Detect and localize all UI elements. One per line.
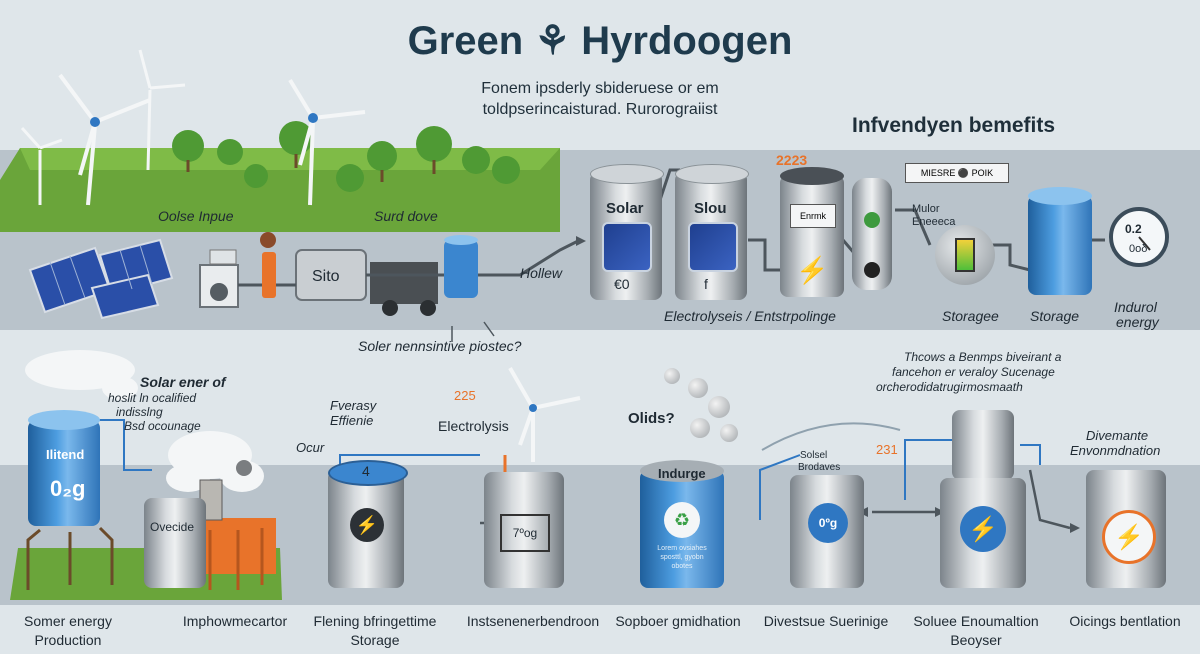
benefits-heading: Infvendyen bemefits	[852, 114, 1056, 137]
right-note-2: fancehon er veraloy Sucenage	[892, 365, 1055, 379]
label-tank1-bottom: €0	[614, 276, 630, 292]
lightning-badge-icon: ⚡	[350, 508, 384, 542]
ovecide-label: Ovecide	[150, 520, 195, 534]
electrolyser-tank	[780, 175, 844, 297]
bubble-icon	[664, 368, 680, 384]
divemante-line1: Divemante	[1086, 428, 1149, 443]
caption-electrolysis: Electrolyseis / Entstrpolinge	[664, 308, 836, 324]
storage-tank-blue	[1028, 195, 1092, 295]
indurge-small-text: Lorem ovsiahes sposttl, gyobn obotes	[657, 545, 707, 570]
caption-production: Somer energy Production	[24, 613, 112, 648]
lightning-blue-icon: ⚡	[960, 506, 1006, 552]
bubble-icon	[690, 418, 710, 438]
solar-energy-line2: hoslit ln ocalified	[108, 391, 197, 405]
caption-oicings: Oicings bentlation	[1069, 613, 1181, 629]
caption-industrial-1: Indurol	[1114, 299, 1157, 315]
lightning-orange-icon: ⚡	[1102, 510, 1156, 564]
production-tank-cap	[28, 410, 100, 430]
gauge-label: 0oδ	[1129, 243, 1148, 255]
slou-tank-screen	[688, 222, 738, 272]
olids-label: Olids?	[628, 410, 675, 427]
diversity-badge: 0ºg	[808, 503, 848, 543]
solsel-line1: Solsel	[800, 450, 828, 461]
mid-caption: Soler nennsintive piostec?	[358, 338, 522, 354]
ovecide-tank	[144, 498, 206, 588]
num-231: 231	[876, 442, 898, 457]
ocur-label: Ocur	[296, 440, 325, 455]
indurge-label: Indurge	[658, 466, 706, 481]
caption-storage-flening: Flening bfringettime Storage	[313, 613, 437, 648]
efficiency-tank-cap	[328, 460, 408, 486]
status-dot-icon	[864, 212, 880, 228]
right-note-1: Thcows a Benmps biveirant a	[904, 350, 1062, 364]
booster-top-tank	[952, 410, 1014, 480]
production-tank-label: Ilitend	[46, 447, 85, 462]
battery-icon	[955, 238, 975, 272]
valve-icon	[864, 262, 880, 278]
label-2223: 2223	[776, 152, 808, 168]
num-225: 225	[454, 388, 476, 403]
electrolysis-label: Electrolysis	[438, 418, 509, 434]
production-tank	[28, 420, 100, 526]
gauge-value: 0.2	[1125, 222, 1142, 236]
solar-tank-cap	[590, 164, 664, 184]
label-sito: Sito	[312, 268, 340, 285]
caption-storagee: Storagee	[942, 308, 999, 324]
label-oise-inpue: Oolse Inpue	[158, 208, 234, 224]
bubble-icon	[688, 378, 708, 398]
slou-tank-cap	[675, 164, 749, 184]
solar-tank-screen	[602, 222, 652, 272]
electrolyser-tank-cap	[780, 167, 844, 185]
right-note-3: orcherodidatrugirmosmaath	[876, 380, 1023, 394]
storage-sphere	[935, 225, 995, 285]
label-hollew: Hollew	[520, 265, 563, 281]
caption-soluee: Soluee Enoumaltion Beoyser	[913, 613, 1039, 648]
solar-energy-label: Solar ener of	[140, 374, 226, 390]
solar-energy-line4: Bsd ocounage	[124, 419, 201, 433]
effiche-label: Effienie	[330, 413, 374, 428]
label-mulor: Mulor	[912, 203, 940, 215]
storage-tank-blue-cap	[1028, 187, 1092, 205]
electrolysis-box: 7ºog	[500, 514, 550, 552]
label-solar: Solar	[606, 200, 644, 217]
indurge-tank-cap	[640, 460, 724, 482]
efficiency-tank-number: 4	[362, 463, 370, 479]
caption-instsenener: Instsenenerbendroon	[466, 613, 600, 629]
solsel-line2: Brodaves	[798, 462, 841, 473]
caption-sopboer: Sopboer gmidhation	[615, 613, 741, 629]
recycle-icon: ♻	[664, 502, 700, 538]
divemante-line2: Envonmdnation	[1070, 443, 1161, 458]
page-subtitle: Fonem ipsderly sbideruese or em toldpser…	[481, 80, 719, 118]
bubble-icon	[708, 396, 730, 418]
label-slou: Slou	[694, 200, 727, 217]
label-surd-dove: Surd dove	[374, 208, 438, 224]
page-title: Green ⚘ Hyrdoogen	[407, 19, 793, 63]
caption-imphowmecartor: Imphowmecartor	[182, 613, 288, 629]
caption-industrial-2: energy	[1116, 314, 1159, 330]
electrolysis-tank	[484, 472, 564, 588]
production-tank-value: 0₂g	[50, 476, 86, 501]
meter-display: MIESRE ⚫ POIK	[905, 163, 1009, 183]
label-eneeeca: Eneeeca	[912, 216, 956, 228]
solar-energy-line3: indisslng	[116, 405, 163, 419]
bubble-icon	[720, 424, 738, 442]
label-tank2-bottom: f	[704, 276, 708, 292]
lightning-icon: ⚡	[796, 255, 829, 285]
electrolyser-sign: Enrmk	[790, 204, 836, 228]
caption-storage: Storage	[1030, 308, 1080, 324]
fverasy-label: Fverasy	[330, 398, 377, 413]
caption-divestsue: Divestsue Suerinige	[763, 613, 889, 629]
